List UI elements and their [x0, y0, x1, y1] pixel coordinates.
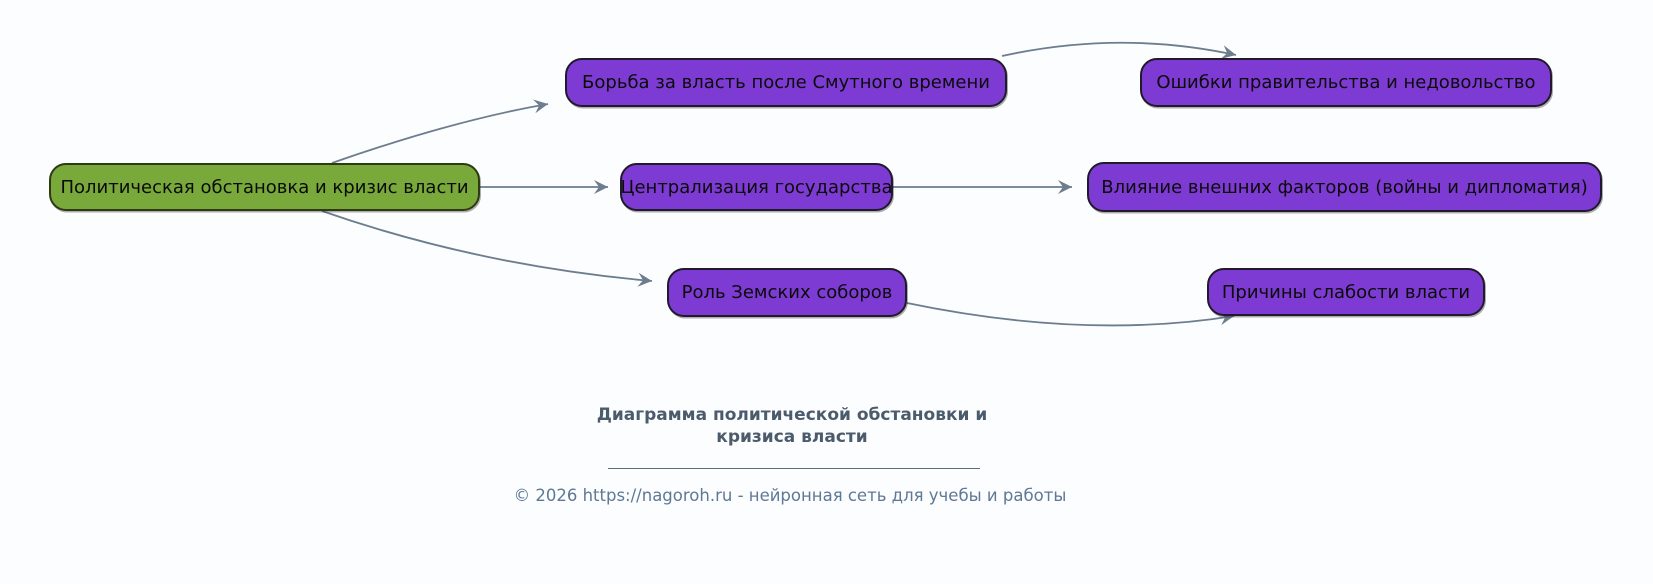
node-label: Политическая обстановка и кризис власти — [60, 176, 469, 198]
node-label: Централизация государства — [620, 176, 893, 198]
node-external-factors: Влияние внешних факторов (войны и диплом… — [1087, 162, 1602, 212]
node-weakness-causes: Причины слабости власти — [1207, 268, 1485, 316]
node-label: Ошибки правительства и недовольство — [1156, 72, 1536, 93]
caption-divider — [608, 468, 980, 469]
edge-borba-oshibki — [1001, 41, 1237, 59]
node-government-mistakes: Ошибки правительства и недовольство — [1140, 58, 1552, 107]
node-centralization: Централизация государства — [620, 163, 893, 211]
diagram-title: Диаграмма политической обстановки и криз… — [596, 405, 988, 448]
node-power-struggle: Борьба за власть после Смутного времени — [565, 58, 1007, 107]
node-label: Роль Земских соборов — [681, 282, 893, 303]
node-zemsky-sobors: Роль Земских соборов — [667, 268, 907, 317]
copyright-footer: © 2026 https://nagoroh.ru - нейронная се… — [513, 486, 1067, 505]
node-label: Влияние внешних факторов (войны и диплом… — [1101, 176, 1588, 198]
edge-root-rol — [321, 210, 653, 287]
node-label: Борьба за власть после Смутного времени — [582, 72, 990, 93]
node-political-situation: Политическая обстановка и кризис власти — [49, 163, 480, 211]
edge-rol-prichiny — [906, 302, 1235, 327]
node-label: Причины слабости власти — [1221, 281, 1471, 303]
edge-root-borba — [331, 99, 549, 164]
